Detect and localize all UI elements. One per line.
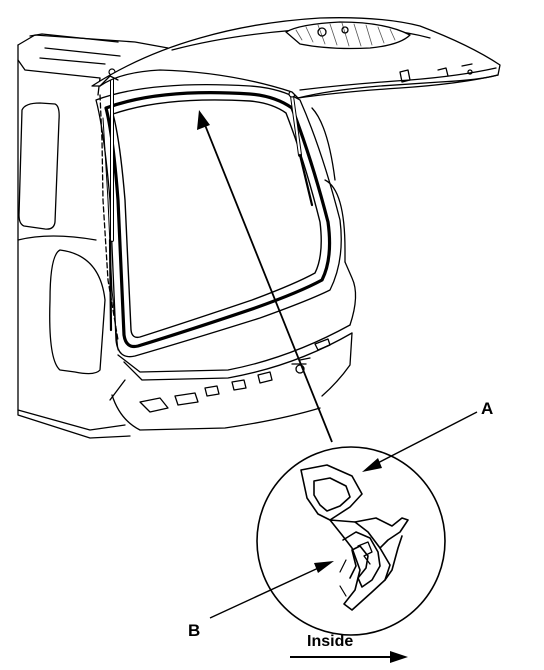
callout-leader-b	[209, 561, 334, 619]
vehicle-body	[17, 33, 357, 439]
side-window	[18, 102, 60, 230]
callout-label-b: B	[188, 621, 200, 640]
weatherstrip-inner	[112, 99, 322, 339]
tailgate	[91, 17, 501, 99]
glass-hatch	[295, 22, 396, 47]
detail-pointer-arrow	[197, 110, 333, 443]
callout-label-a: A	[481, 399, 493, 418]
tailgate-opening	[95, 83, 342, 358]
gas-struts	[108, 68, 314, 332]
weatherstrip-detail-circle	[256, 446, 446, 636]
inside-label: Inside	[307, 633, 353, 650]
inside-direction-arrow	[290, 651, 408, 663]
callout-leader-a	[362, 411, 478, 472]
weatherstrip-cross-section	[300, 464, 409, 611]
weatherstrip-outer	[104, 91, 332, 349]
